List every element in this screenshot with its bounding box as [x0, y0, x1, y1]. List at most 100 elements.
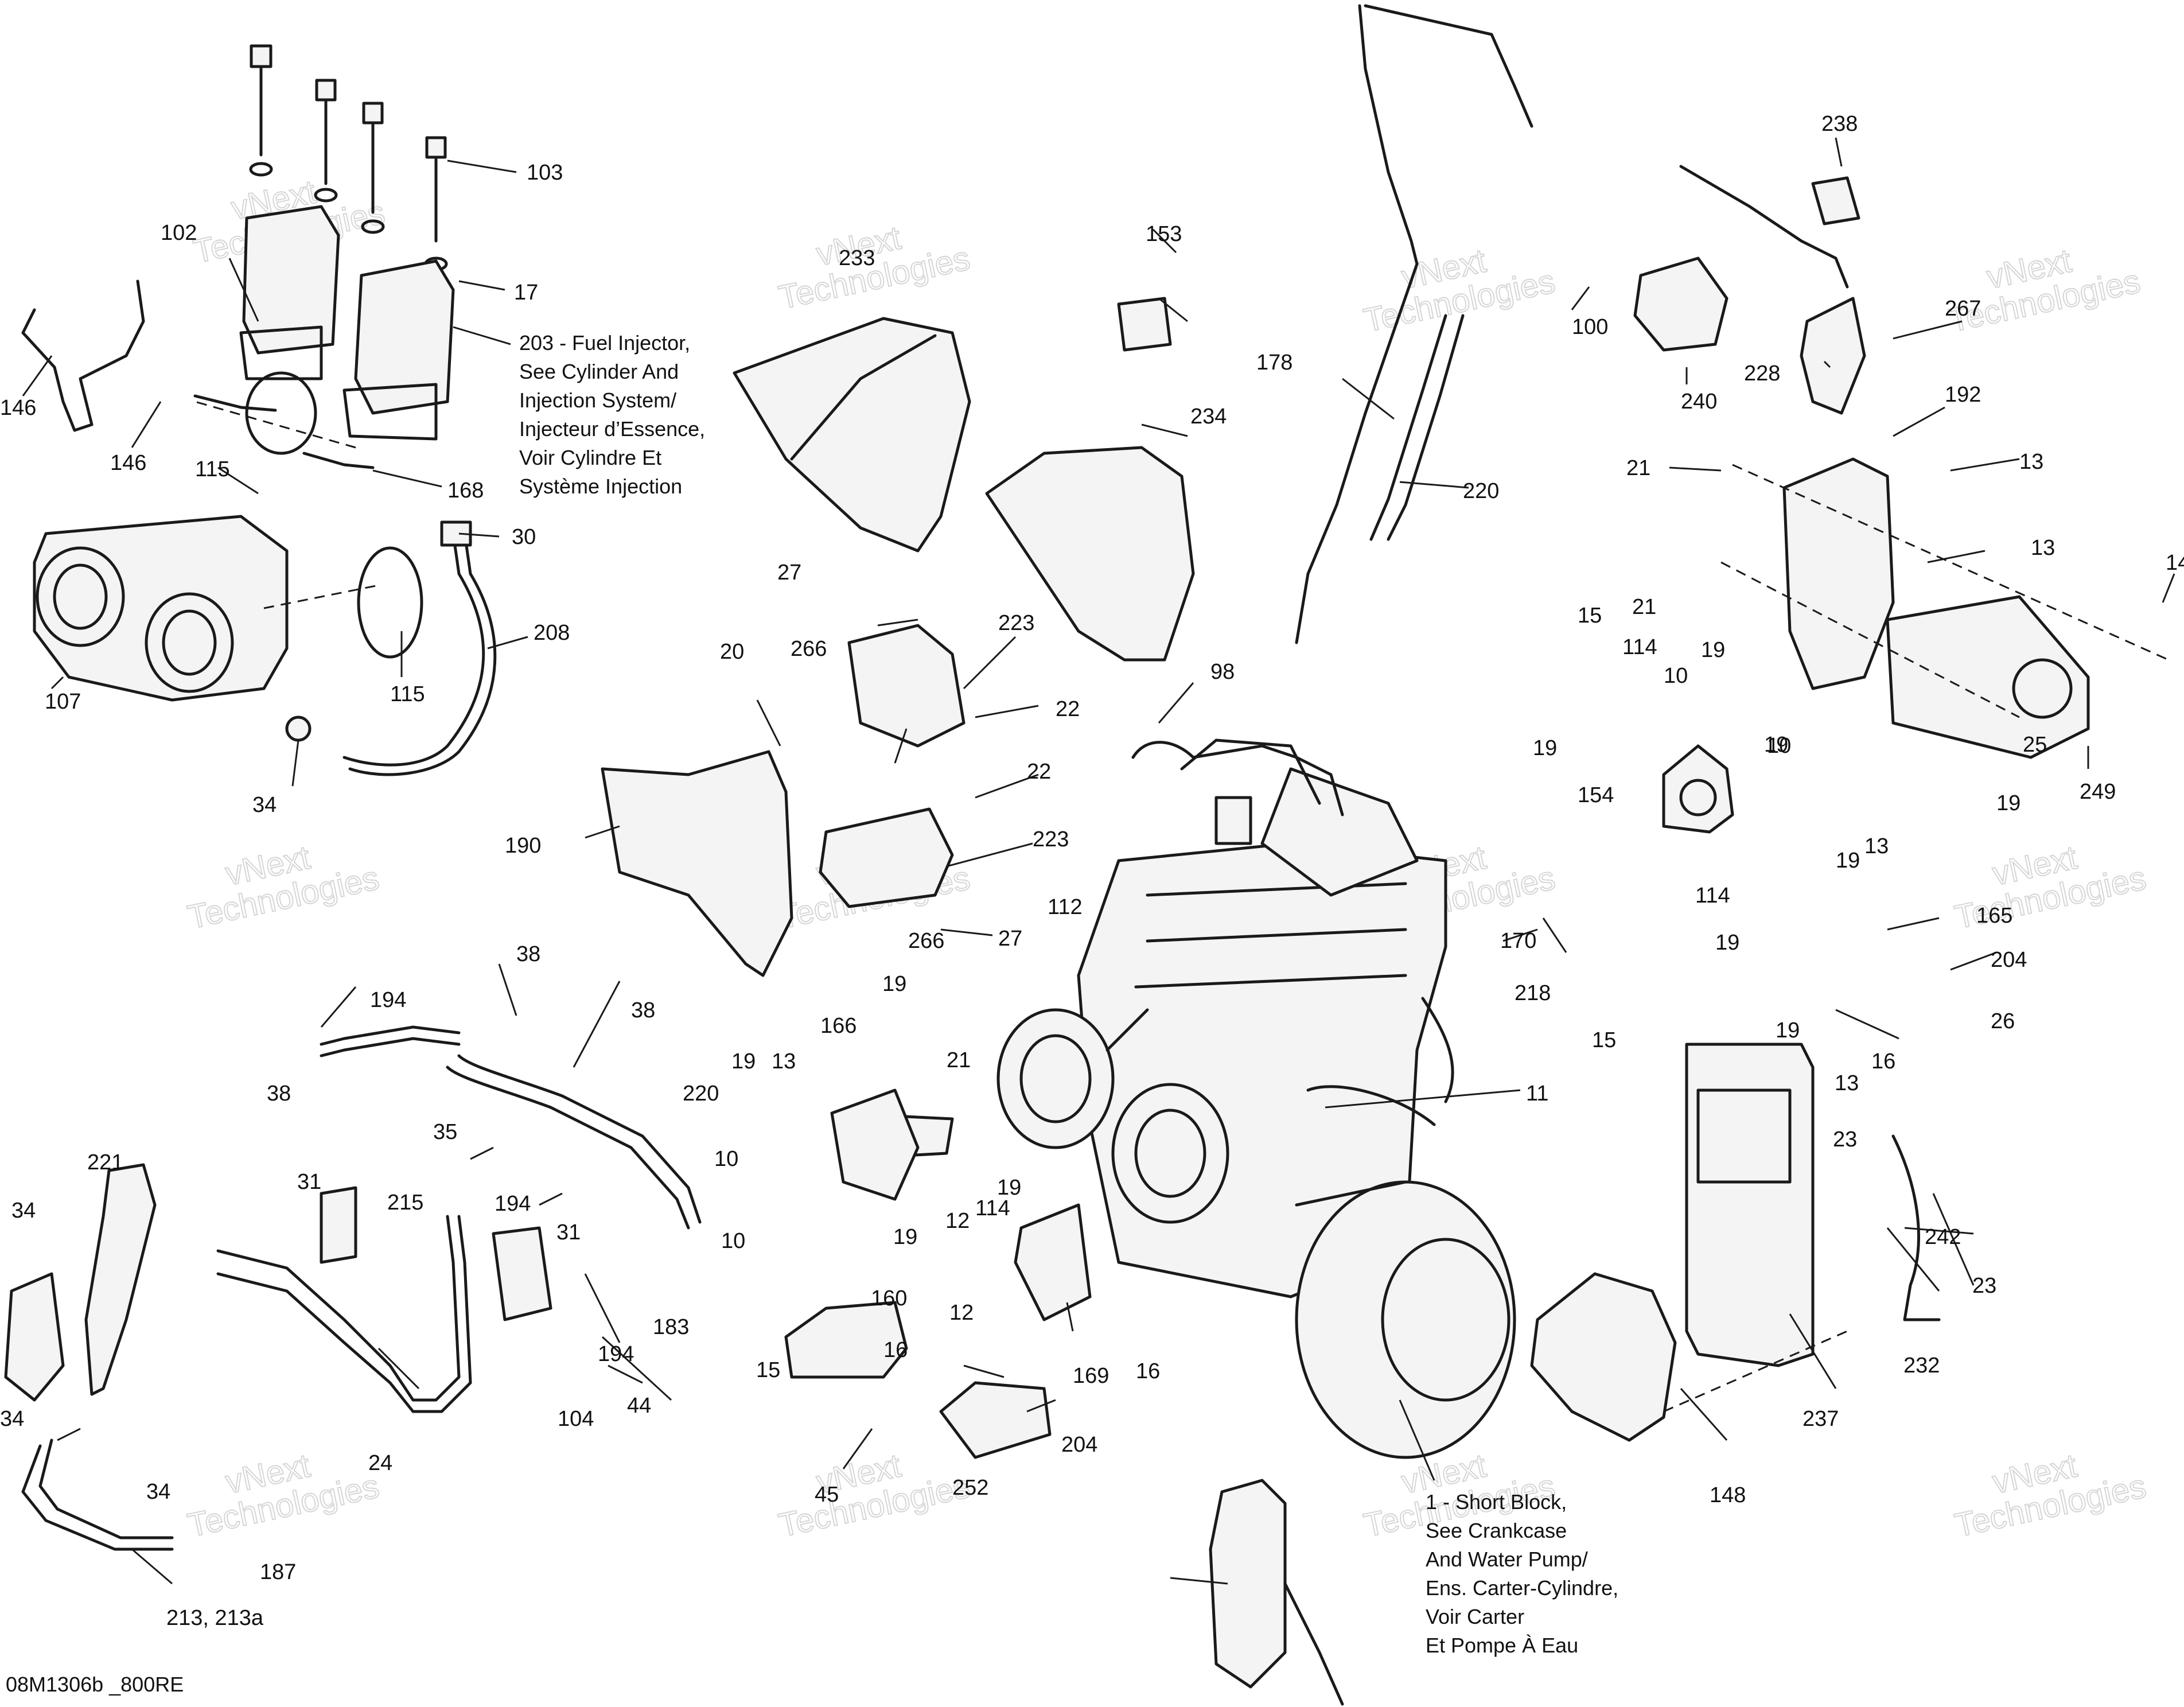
callout-label: 27: [998, 927, 1022, 951]
watermark: vNext Technologies: [1951, 838, 2150, 937]
callout-label: 13: [1835, 1071, 1859, 1095]
callout-label: 21: [1626, 456, 1650, 480]
callout-label: 19: [882, 972, 906, 996]
callout-label: 30: [512, 525, 536, 549]
note-line: See Cylinder And: [519, 360, 679, 383]
callout-label: 10: [1664, 664, 1688, 688]
callout-label: 19: [997, 1176, 1021, 1200]
callout-label: 35: [433, 1120, 457, 1144]
callout-label: 15: [1578, 604, 1602, 628]
callout-label: 38: [267, 1082, 291, 1106]
callout-label: 10: [1767, 734, 1791, 758]
callout-label: 38: [631, 998, 655, 1022]
callout-label: 23: [1833, 1127, 1857, 1152]
engine-block: [996, 738, 1516, 1459]
note-line: And Water Pump/: [1426, 1547, 1588, 1571]
callout-label: 223: [998, 611, 1034, 635]
watermark: vNext Technologies: [1945, 242, 2144, 340]
callout-label: 267: [1945, 297, 1981, 321]
leader-lines: [22, 137, 2175, 1585]
callout-label: 215: [387, 1191, 423, 1215]
intake-covers-group: [733, 297, 1195, 662]
callout-label: 31: [556, 1220, 581, 1245]
callout-label: 22: [1056, 697, 1080, 721]
callout-label: 19: [1996, 791, 2021, 815]
callout-label: 112: [1048, 895, 1083, 919]
callout-label: 240: [1681, 390, 1717, 414]
callout-label: 26: [1991, 1009, 2015, 1033]
cables-group: [1295, 4, 1533, 644]
callout-label: 13: [2031, 536, 2055, 560]
callout-label: 34: [0, 1407, 24, 1431]
callout-label: 178: [1256, 351, 1293, 375]
callout-label: 34: [146, 1480, 170, 1504]
callout-label: 166: [820, 1014, 857, 1038]
callout-label: 21: [1632, 595, 1656, 619]
callout-label: 266: [791, 637, 827, 661]
callout-label: 10: [721, 1229, 745, 1253]
watermark: vNext Technologies: [1360, 242, 1559, 340]
callout-label: 19: [1701, 638, 1725, 662]
callout-label: 23: [1972, 1274, 1996, 1298]
callout-label: 183: [653, 1315, 689, 1339]
note-line: Voir Carter: [1426, 1605, 1524, 1628]
note-line: Injecteur d’Essence,: [519, 417, 705, 441]
harness-brackets-group: [601, 624, 1092, 1459]
callout-labels: 103 102 17 146 146 168 115 30 107 115 20…: [0, 112, 2184, 1630]
callout-label: 22: [1027, 760, 1051, 784]
callout-label: 194: [370, 988, 406, 1012]
callout-label: 21: [947, 1048, 971, 1072]
callout-label: 146: [0, 396, 36, 420]
callout-label: 16: [883, 1338, 908, 1362]
callout-label: 13: [2019, 450, 2043, 474]
callout-label: 232: [1903, 1354, 1940, 1378]
callout-label: 220: [683, 1082, 719, 1106]
callout-label: 34: [252, 793, 277, 817]
callout-label: 228: [1744, 361, 1780, 386]
callout-label: 208: [534, 621, 570, 645]
callout-label: 204: [1991, 948, 2027, 972]
callout-label: 115: [390, 682, 425, 706]
callout-label: 102: [161, 221, 197, 245]
callout-label: 115: [195, 457, 230, 481]
callout-label: 44: [627, 1394, 651, 1418]
callout-label: 16: [1136, 1359, 1160, 1383]
callout-label: 190: [505, 834, 541, 858]
callout-label: 234: [1190, 405, 1227, 429]
callout-label: 168: [447, 479, 484, 503]
callout-label: 242: [1925, 1225, 1961, 1249]
callout-label: 12: [945, 1209, 970, 1233]
callout-label: 19: [1776, 1018, 1800, 1043]
callout-label: 221: [87, 1150, 123, 1175]
callout-label: 204: [1061, 1433, 1097, 1457]
callout-label: 146: [110, 451, 146, 475]
callout-label: 233: [839, 246, 875, 270]
hoses-group: [4, 1025, 702, 1551]
callout-label: 169: [1073, 1364, 1109, 1388]
callout-label: 213, 213a: [166, 1606, 264, 1630]
callout-label: 114: [1622, 635, 1657, 659]
callout-label: 220: [1463, 479, 1499, 503]
callout-label: 15: [756, 1358, 780, 1382]
note-line: 1 - Short Block,: [1426, 1490, 1567, 1514]
starter-group: [1633, 165, 2169, 834]
callout-label: 238: [1821, 112, 1858, 136]
callout-label: 11: [1526, 1082, 1548, 1106]
callout-label: 187: [260, 1560, 296, 1584]
note-line: Ens. Carter-Cylindre,: [1426, 1576, 1618, 1600]
callout-label: 38: [516, 942, 540, 966]
callout-label: 103: [527, 161, 563, 185]
callout-label: 266: [908, 929, 944, 953]
callout-label: 170: [1500, 929, 1536, 953]
callout-label: 19: [1715, 931, 1739, 955]
note-short-block: 1 - Short Block, See Crankcase And Water…: [1426, 1490, 1618, 1657]
callout-label: 223: [1033, 827, 1069, 851]
callout-label: 15: [1592, 1028, 1616, 1052]
callout-label: 218: [1515, 981, 1551, 1005]
note-line: Système Injection: [519, 475, 682, 498]
callout-label: 153: [1146, 222, 1182, 246]
callout-label: 34: [11, 1199, 36, 1223]
ecm-bracket-group: [1209, 1043, 1941, 1706]
callout-label: 165: [1976, 904, 2012, 928]
